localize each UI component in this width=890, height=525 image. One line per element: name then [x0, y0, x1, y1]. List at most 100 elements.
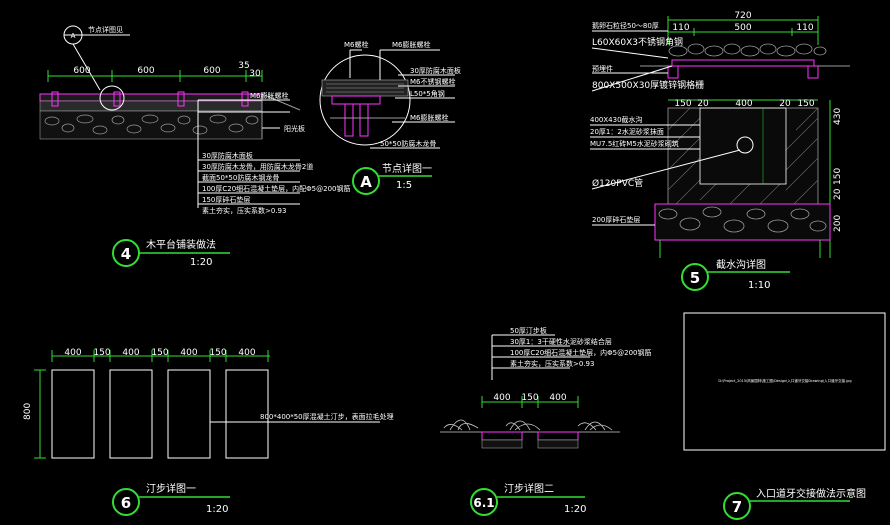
drawing-6-number-circle	[112, 488, 140, 516]
detail-a-boundary	[319, 54, 411, 146]
stone-3	[167, 369, 211, 459]
grass-tufts	[443, 419, 613, 431]
dim6-150-c: 150	[209, 348, 226, 358]
drawing-5-number-circle	[681, 263, 709, 291]
drawing-5-title: 截水沟详图	[716, 258, 766, 271]
ditch-note-mortar: 20厚1：2水泥砂浆抹面	[590, 127, 664, 136]
detail-a-note-expansion: M6膨胀螺栓	[392, 40, 431, 49]
drawing-6-number: 6	[121, 494, 131, 512]
drawing-a-number: A	[360, 173, 372, 191]
dim-150-r: 150	[797, 99, 814, 109]
dim-400: 400	[735, 99, 752, 109]
pvc-pipe	[736, 136, 754, 154]
drawing-7-image-placeholder: D:\Project_2015\风景园林\施工图\Design\入口道牙交接Dr…	[683, 312, 886, 520]
drawing-6-1-number-circle	[470, 488, 498, 516]
callout-label: 节点详图见	[88, 25, 123, 34]
section-note-slab: 50厚汀步板	[510, 326, 547, 335]
note-gravel: 150厚碎石垫层	[202, 195, 250, 204]
drawing-6-scale: 1:20	[206, 504, 228, 515]
drawing-6-title: 汀步详图一	[146, 482, 196, 495]
ditch-channel	[699, 107, 787, 185]
drawing-a-title: 节点详图一	[382, 162, 432, 175]
dim-20-l: 20	[697, 99, 709, 109]
stone-1	[51, 369, 95, 459]
detail-a-note-steel-bolt: M6不锈钢螺栓	[410, 77, 456, 86]
drawing-6-1-scale: 1:20	[564, 504, 586, 515]
dim-20-v: 20	[833, 188, 843, 200]
drawing-6-stepping-stones: 400 150 400 150 400 150 400 800 800*400*…	[23, 348, 394, 516]
dim6-400-d: 400	[238, 348, 255, 358]
dim-110-r: 110	[796, 23, 813, 33]
drawing-5-ditch: 720 110 500 110 150 20 400 20 150	[590, 11, 850, 291]
ditch-note-angle: L60X60X3不锈钢角钢	[592, 36, 683, 48]
detail-a-note-panel: 30厚防腐木面板	[410, 66, 461, 75]
section-note-soil: 素土夯实，压实系数>0.93	[510, 359, 594, 368]
section-note-mortar: 30厚1：3干硬性水泥砂浆结合层	[510, 337, 612, 346]
ditch-note-size: 400X430截水沟	[590, 115, 643, 124]
note-keel: 30厚防腐木龙骨，用防腐木龙骨2道	[202, 162, 313, 171]
drawing-4-number: 4	[121, 245, 131, 263]
dim-20-r: 20	[779, 99, 791, 109]
stone-2	[109, 369, 153, 459]
drawing-a-number-circle	[352, 167, 380, 195]
dim6-800: 800	[23, 403, 33, 420]
ditch-note-grating: 800X500X30厚镀锌钢格栅	[592, 79, 704, 91]
dim-720: 720	[734, 11, 751, 21]
image-caption: D:\Project_2015\风景园林\施工图\Design\入口道牙交接Dr…	[718, 378, 851, 383]
gravel-layer	[39, 110, 263, 140]
dim61-400-a: 400	[493, 393, 510, 403]
detail-a-note-angle: L50*5角钢	[410, 89, 445, 98]
drawing-4-wood-deck: A 节点详图见 600 600 600 35 30	[39, 25, 350, 268]
detail-magnifier	[99, 85, 125, 111]
drawing-4-scale: 1:20	[190, 257, 212, 268]
dim61-150: 150	[521, 393, 538, 403]
fixed-label: 阳光板	[284, 124, 305, 133]
dim-35: 35	[238, 61, 249, 71]
dim-200-v: 200	[833, 215, 843, 232]
drawing-4-title: 木平台铺装做法	[146, 238, 216, 251]
joist-layer	[39, 100, 263, 112]
dim-600-a: 600	[73, 66, 90, 76]
drawing-6-1-number: 6.1	[473, 496, 494, 510]
dim-500: 500	[734, 23, 751, 33]
note-wood-panel: 30厚防腐木面板	[202, 151, 253, 160]
ditch-note-pebble: 鹅卵石粒径50～80厚	[592, 21, 659, 30]
detail-a-note-m6: M6膨胀螺栓	[410, 113, 449, 122]
callout-a-ref: A	[71, 32, 76, 40]
note-concrete: 截面50*50防腐木钢龙骨	[202, 173, 279, 182]
ditch-note-gravel: 200厚碎石垫层	[592, 215, 640, 224]
ditch-note-embed: 预埋件	[592, 64, 613, 73]
detail-a-note-keel: 50*50防腐木龙骨	[380, 139, 436, 148]
drawing-5-number: 5	[690, 269, 700, 287]
dim-600-b: 600	[137, 66, 154, 76]
image-frame	[683, 312, 886, 451]
dim-430: 430	[833, 108, 843, 125]
dim-600-c: 600	[203, 66, 220, 76]
gravel-base	[654, 203, 831, 241]
dim-150-v: 150	[833, 168, 843, 185]
drawing-7-number: 7	[732, 498, 742, 516]
drawing-a-scale: 1:5	[396, 180, 412, 191]
drawing-a-node-detail: M6螺栓 M6膨胀螺栓 30厚防腐木面板 M6不锈钢螺栓 L50*5角钢 M6膨…	[319, 40, 461, 195]
stone-note: 800*400*50厚混凝土汀步，表面拉毛处理	[260, 412, 394, 421]
dim6-400-a: 400	[64, 348, 81, 358]
drawing-5-scale: 1:10	[748, 280, 770, 291]
ditch-body	[667, 107, 819, 205]
section-note-concrete: 100厚C20细石混凝土垫层，内Φ5@200钢筋	[510, 348, 651, 357]
dim61-400-b: 400	[549, 393, 566, 403]
drawing-6-1-title: 汀步详图二	[504, 482, 554, 495]
drawing-7-title: 入口道牙交接做法示意图	[756, 487, 866, 500]
stone-4	[225, 369, 269, 459]
detail-a-note-bolt: M6螺栓	[344, 40, 369, 49]
note-c20: 100厚C20细石混凝土垫层，内配Φ5@200钢筋	[202, 184, 350, 193]
drawing-6-1-stepping-section: 50厚汀步板 30厚1：3干硬性水泥砂浆结合层 100厚C20细石混凝土垫层，内…	[440, 326, 651, 516]
pebble-layer	[668, 43, 827, 57]
drawing-7-number-circle	[723, 492, 751, 520]
dim6-400-b: 400	[122, 348, 139, 358]
dim6-150-a: 150	[93, 348, 110, 358]
note-soil: 素土夯实，压实系数>0.93	[202, 206, 286, 215]
ditch-note-brick: MU7.5红砖M5水泥砂浆砌筑	[590, 139, 679, 148]
dim6-150-b: 150	[151, 348, 168, 358]
note-m6-bolt: M6膨胀螺栓	[250, 91, 289, 100]
